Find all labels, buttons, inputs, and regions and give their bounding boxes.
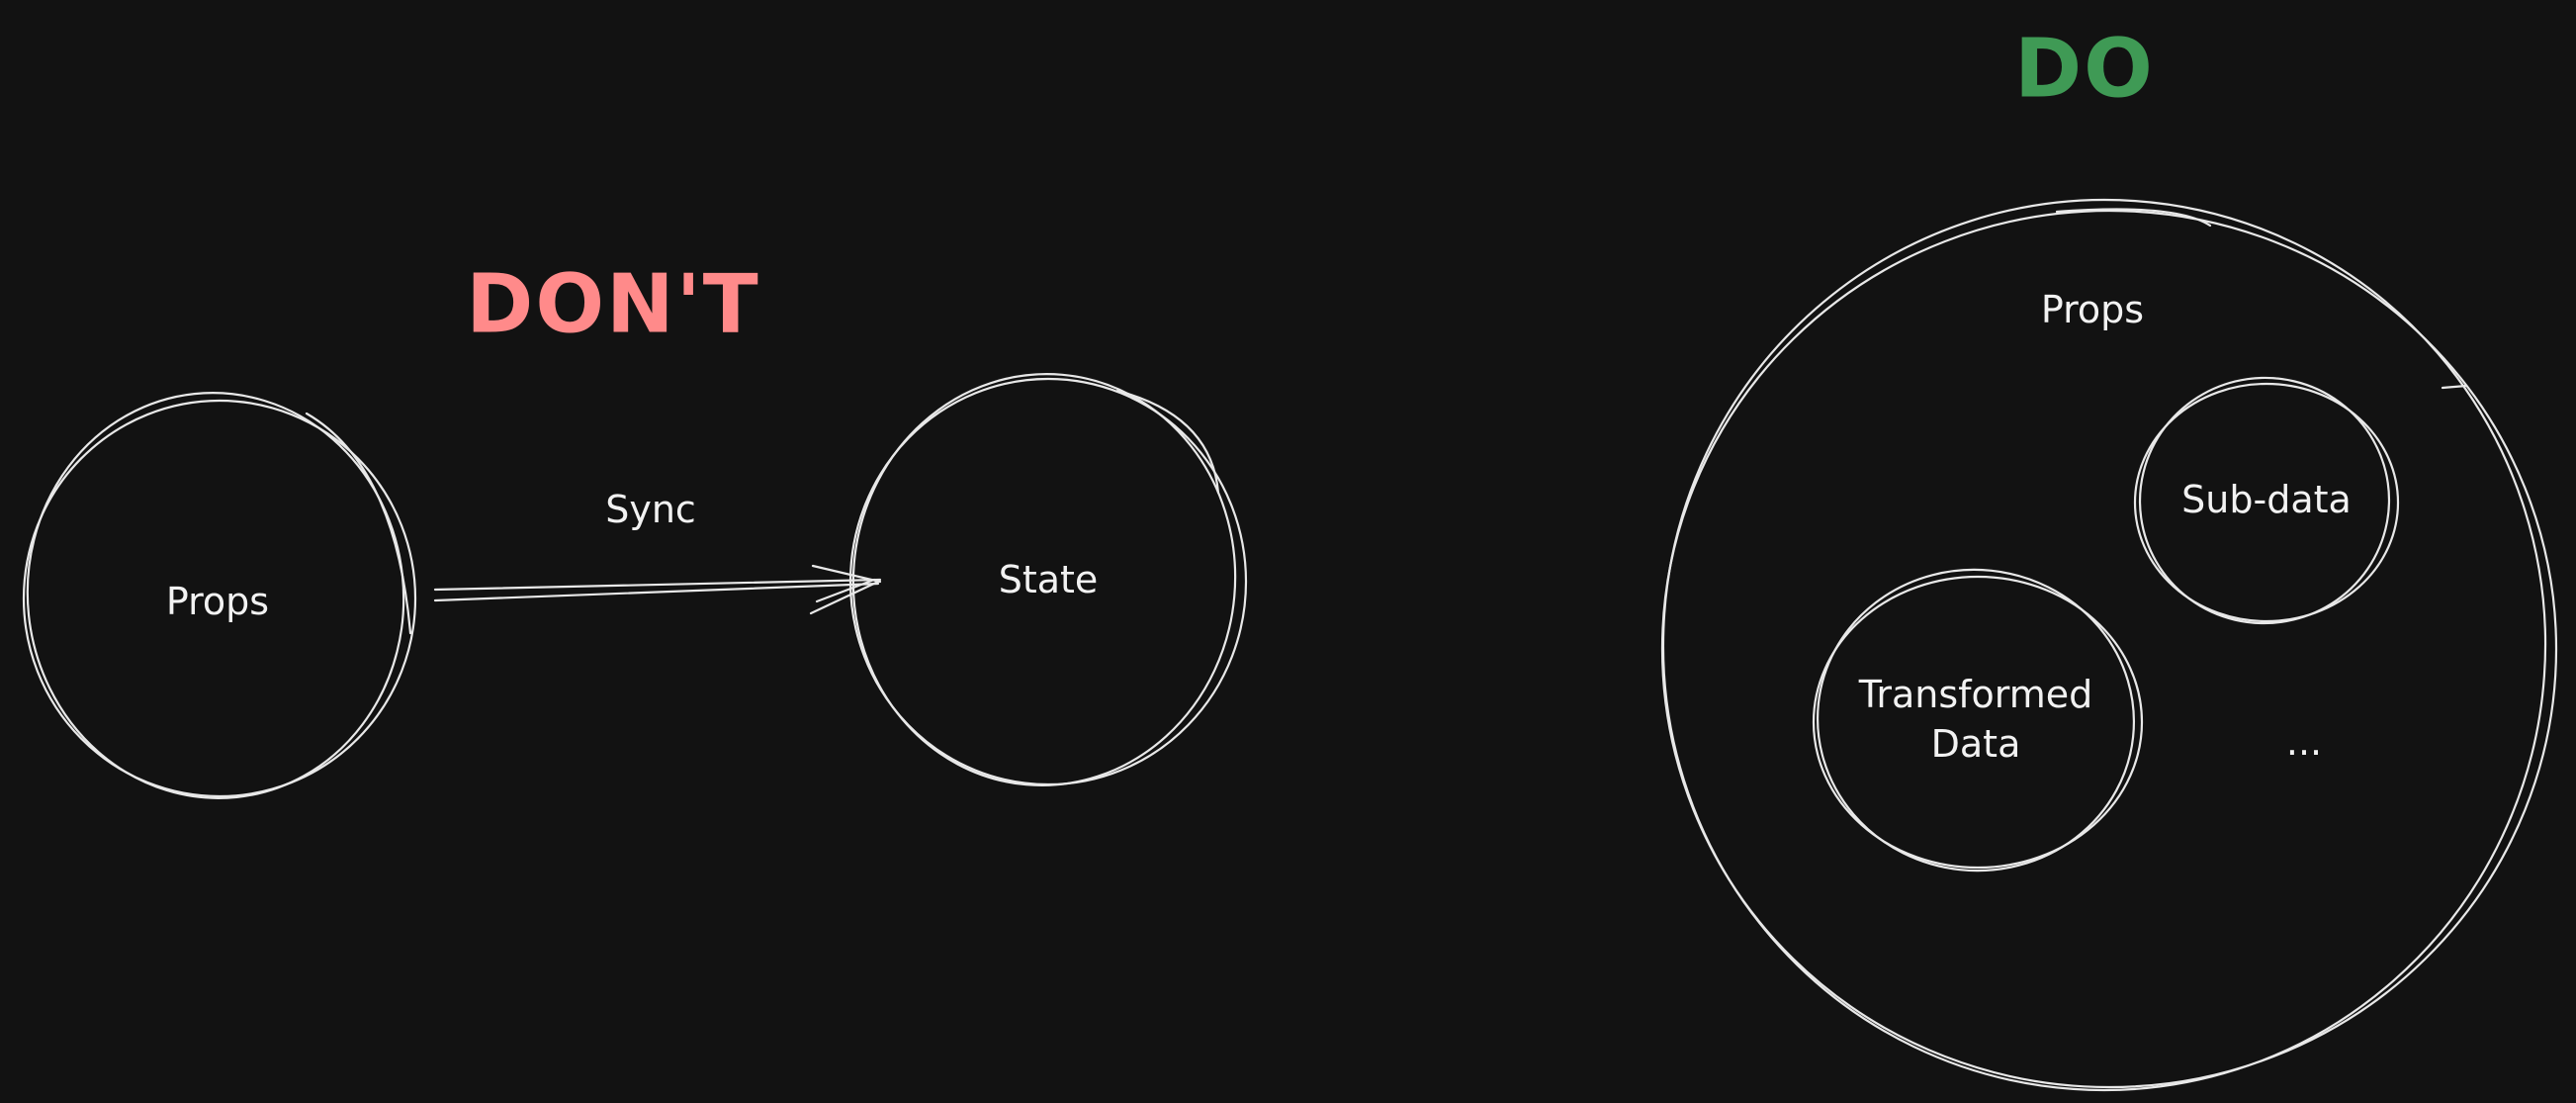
outer-props-label: Props xyxy=(2040,288,2145,331)
sub-data-circle[interactable] xyxy=(2124,362,2405,640)
sync-label: Sync xyxy=(605,488,696,531)
props-label: Props xyxy=(165,580,270,623)
do-heading: DO xyxy=(2014,22,2155,117)
state-label: State xyxy=(998,558,1099,601)
sync-arrow[interactable] xyxy=(433,564,882,615)
state-circle[interactable] xyxy=(837,358,1253,801)
dont-heading: DON'T xyxy=(466,257,760,352)
ellipsis-label: ... xyxy=(2285,720,2323,764)
sub-data-label: Sub-data xyxy=(2181,478,2352,521)
props-circle[interactable] xyxy=(8,374,424,816)
outer-props-circle[interactable] xyxy=(1634,170,2576,1103)
transformed-data-label: Transformed Data xyxy=(1858,673,2093,766)
transformed-data-circle[interactable] xyxy=(1803,554,2149,886)
